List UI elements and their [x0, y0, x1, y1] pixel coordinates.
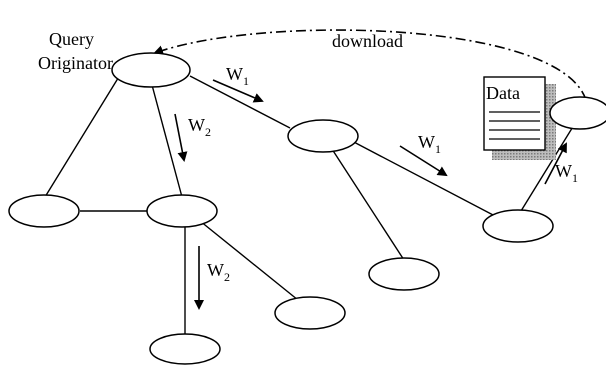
w1-label-3-main: W [555, 161, 572, 181]
edge-right-corner [520, 124, 575, 212]
query-originator-label-line2: Originator [38, 53, 113, 73]
w1-label-2-main: W [418, 132, 435, 152]
node-query-originator [111, 52, 191, 88]
data-document-icon [483, 76, 556, 160]
w1-label-3-sub: 1 [572, 171, 578, 185]
edge-mid-right [349, 139, 496, 217]
node-left [8, 194, 80, 228]
walker-arrows [174, 79, 567, 310]
node-lower-right [274, 296, 346, 330]
w1-arrow-2 [399, 145, 448, 177]
w2-label-2-main: W [207, 260, 224, 280]
node-center [146, 194, 218, 228]
w1-arrow-3 [544, 142, 567, 185]
w2-label-1-main: W [188, 115, 205, 135]
data-document-page [483, 76, 546, 151]
w1-label-2-sub: 1 [435, 142, 441, 156]
node-data-holder [549, 96, 606, 130]
node-right [482, 209, 554, 243]
edges [44, 74, 575, 335]
node-lower-middle [368, 257, 440, 291]
w2-label-2-sub: 2 [224, 270, 230, 284]
w2-label-1-sub: 2 [205, 125, 211, 139]
edge-originator-mid [189, 75, 291, 129]
download-label: download [332, 31, 403, 51]
w1-label-1-sub: 1 [243, 74, 249, 88]
node-bottom [149, 333, 221, 365]
data-label: Data [486, 83, 520, 103]
w2-label-2: W2 [207, 260, 230, 284]
w2-label-1: W2 [188, 115, 211, 139]
nodes [8, 52, 606, 365]
w1-label-1-main: W [226, 64, 243, 84]
w2-arrow-1 [174, 113, 188, 162]
edge-originator-center [151, 84, 183, 198]
edge-originator-left [44, 74, 121, 198]
edge-mid-lower [329, 145, 405, 261]
w1-label-3: W1 [555, 161, 578, 185]
node-middle [287, 119, 359, 153]
w1-arrow-1 [212, 79, 264, 103]
w1-label-1: W1 [226, 64, 249, 88]
download-arrow [153, 29, 587, 101]
edge-center-lowright [199, 220, 299, 301]
w1-label-2: W1 [418, 132, 441, 156]
query-originator-label-line1: Query [49, 29, 94, 49]
